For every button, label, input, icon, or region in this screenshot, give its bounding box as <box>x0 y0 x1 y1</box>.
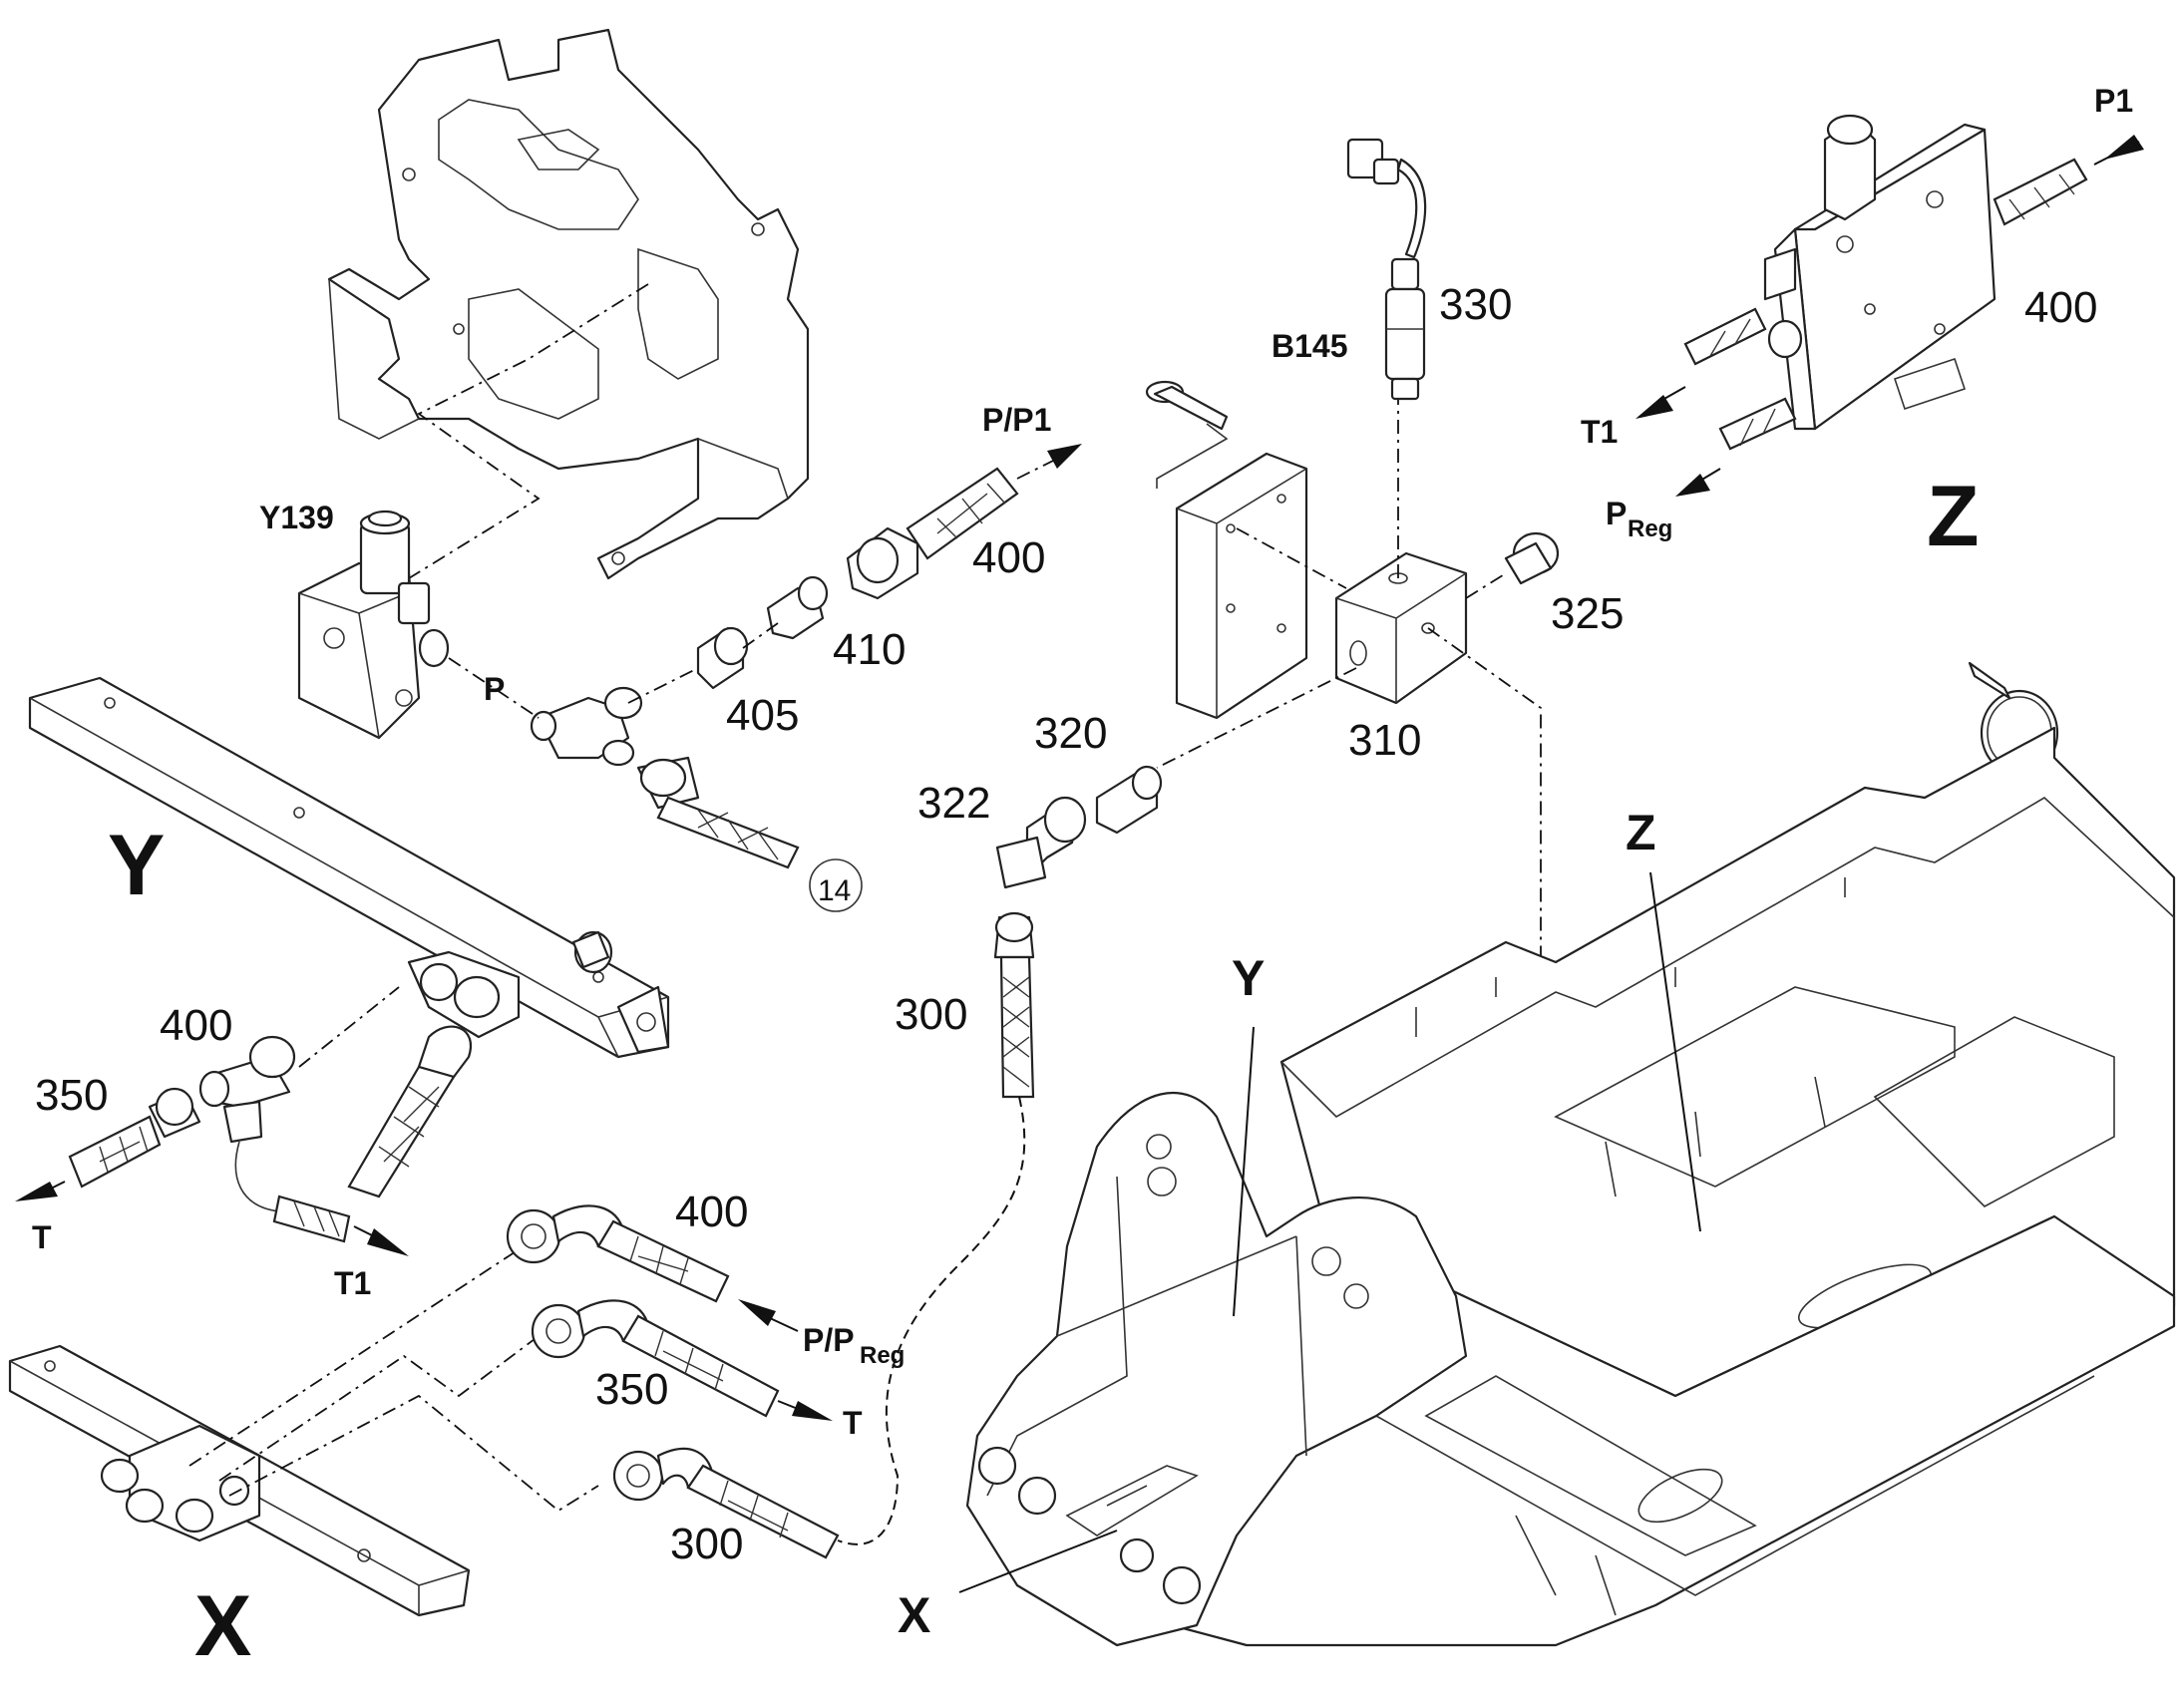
label-400-top: 400 <box>972 533 1045 582</box>
mounting-plate <box>1175 452 1308 720</box>
hose-400-top <box>846 467 1019 600</box>
fitting-320 <box>1095 765 1163 835</box>
hose-350-x <box>531 1299 780 1418</box>
label-410: 410 <box>833 625 906 674</box>
label-322: 322 <box>917 779 990 828</box>
leader-x-350 <box>218 1335 540 1482</box>
leader-t1-z <box>1654 386 1686 405</box>
label-detail-z: Z <box>1927 469 1980 564</box>
label-310: 310 <box>1348 716 1421 765</box>
label-p: P <box>484 671 505 707</box>
leader-300-route <box>837 1096 1026 1545</box>
leader-bracket <box>408 283 649 579</box>
label-p-p1: P/P1 <box>982 402 1051 438</box>
leader-frame-z <box>1649 871 1701 1232</box>
hose-14 <box>636 756 863 912</box>
leader-y-400 <box>298 986 400 1068</box>
label-300-x: 300 <box>670 1520 743 1568</box>
leader-pp1 <box>1016 458 1058 480</box>
leader-preg <box>1694 468 1721 485</box>
leader-t1-y <box>353 1225 385 1242</box>
label-405: 405 <box>726 691 799 740</box>
label-frame-y: Y <box>1232 950 1265 1006</box>
label-14: 14 <box>818 874 851 907</box>
leader-x-400 <box>188 1245 525 1467</box>
label-325: 325 <box>1551 589 1624 638</box>
detail-y-rail <box>28 676 670 1059</box>
label-detail-y: Y <box>108 818 165 913</box>
label-p-preg: P/P <box>803 1322 855 1358</box>
arrow-t-y <box>15 1182 58 1201</box>
main-frame <box>965 726 2176 1647</box>
label-350-y: 350 <box>35 1071 108 1120</box>
leader-p <box>448 657 540 719</box>
valve-y139 <box>297 510 450 740</box>
arrow-t1-z <box>1635 395 1673 419</box>
label-p-preg-sub: Reg <box>860 1342 905 1369</box>
sensor-b145 <box>1346 138 1427 401</box>
label-t1-z: T1 <box>1581 414 1618 450</box>
arrow-p-preg <box>738 1299 776 1326</box>
label-frame-z: Z <box>1626 805 1656 860</box>
fitting-410 <box>766 575 829 640</box>
leader-frame-y <box>1233 1026 1255 1317</box>
arrow-t-x <box>792 1401 833 1421</box>
leader-405 <box>627 667 699 704</box>
leader-frame-x <box>958 1530 1118 1593</box>
label-400-x: 400 <box>675 1188 748 1236</box>
label-frame-x: X <box>898 1587 930 1643</box>
fitting-405 <box>696 626 749 690</box>
leader-410 <box>742 622 779 649</box>
detail-x-fittings <box>100 1424 261 1542</box>
hose-400-x <box>506 1204 730 1303</box>
elbow-322 <box>995 796 1087 889</box>
label-300-mid: 300 <box>895 990 967 1039</box>
leader-325 <box>1465 572 1507 599</box>
label-detail-x: X <box>194 1578 251 1674</box>
label-330: 330 <box>1439 280 1512 329</box>
detail-y-fittings <box>347 930 613 1198</box>
leader-320 <box>1156 667 1357 769</box>
hose-300-mid <box>993 911 1035 1099</box>
hose-350-y <box>68 1087 201 1189</box>
label-t-x: T <box>843 1405 863 1441</box>
leader-t-y <box>44 1181 66 1193</box>
leader-x-300 <box>228 1394 599 1513</box>
arrow-pp1 <box>1047 444 1082 469</box>
leader-t-x <box>777 1400 799 1410</box>
hose-300-x <box>612 1447 840 1559</box>
detail-z-hoses <box>1683 158 2088 451</box>
bolt-leader <box>1156 423 1229 489</box>
plug-325 <box>1504 531 1560 585</box>
tee-400-y <box>198 1035 351 1243</box>
label-t-y: T <box>32 1219 52 1255</box>
detail-z-valve <box>1763 114 1997 431</box>
bolt <box>1145 380 1229 431</box>
leader-p-preg <box>769 1317 799 1332</box>
leader-plate <box>1236 527 1347 589</box>
leader-p1 <box>2093 141 2140 166</box>
tee-fitting <box>530 686 643 767</box>
label-320: 320 <box>1034 709 1107 758</box>
label-p1: P1 <box>2094 83 2133 119</box>
label-350-x: 350 <box>595 1365 668 1414</box>
label-p-reg-sub: Reg <box>1628 515 1672 542</box>
label-400-z: 400 <box>2024 283 2097 332</box>
label-y139: Y139 <box>259 500 334 535</box>
label-p-reg: P <box>1606 496 1627 531</box>
label-b145: B145 <box>1272 328 1348 364</box>
mounting-bracket <box>327 28 810 580</box>
block-310 <box>1334 551 1468 705</box>
arrow-t1-y <box>367 1228 409 1256</box>
label-t1-y: T1 <box>334 1265 371 1301</box>
label-400-y: 400 <box>160 1001 232 1050</box>
